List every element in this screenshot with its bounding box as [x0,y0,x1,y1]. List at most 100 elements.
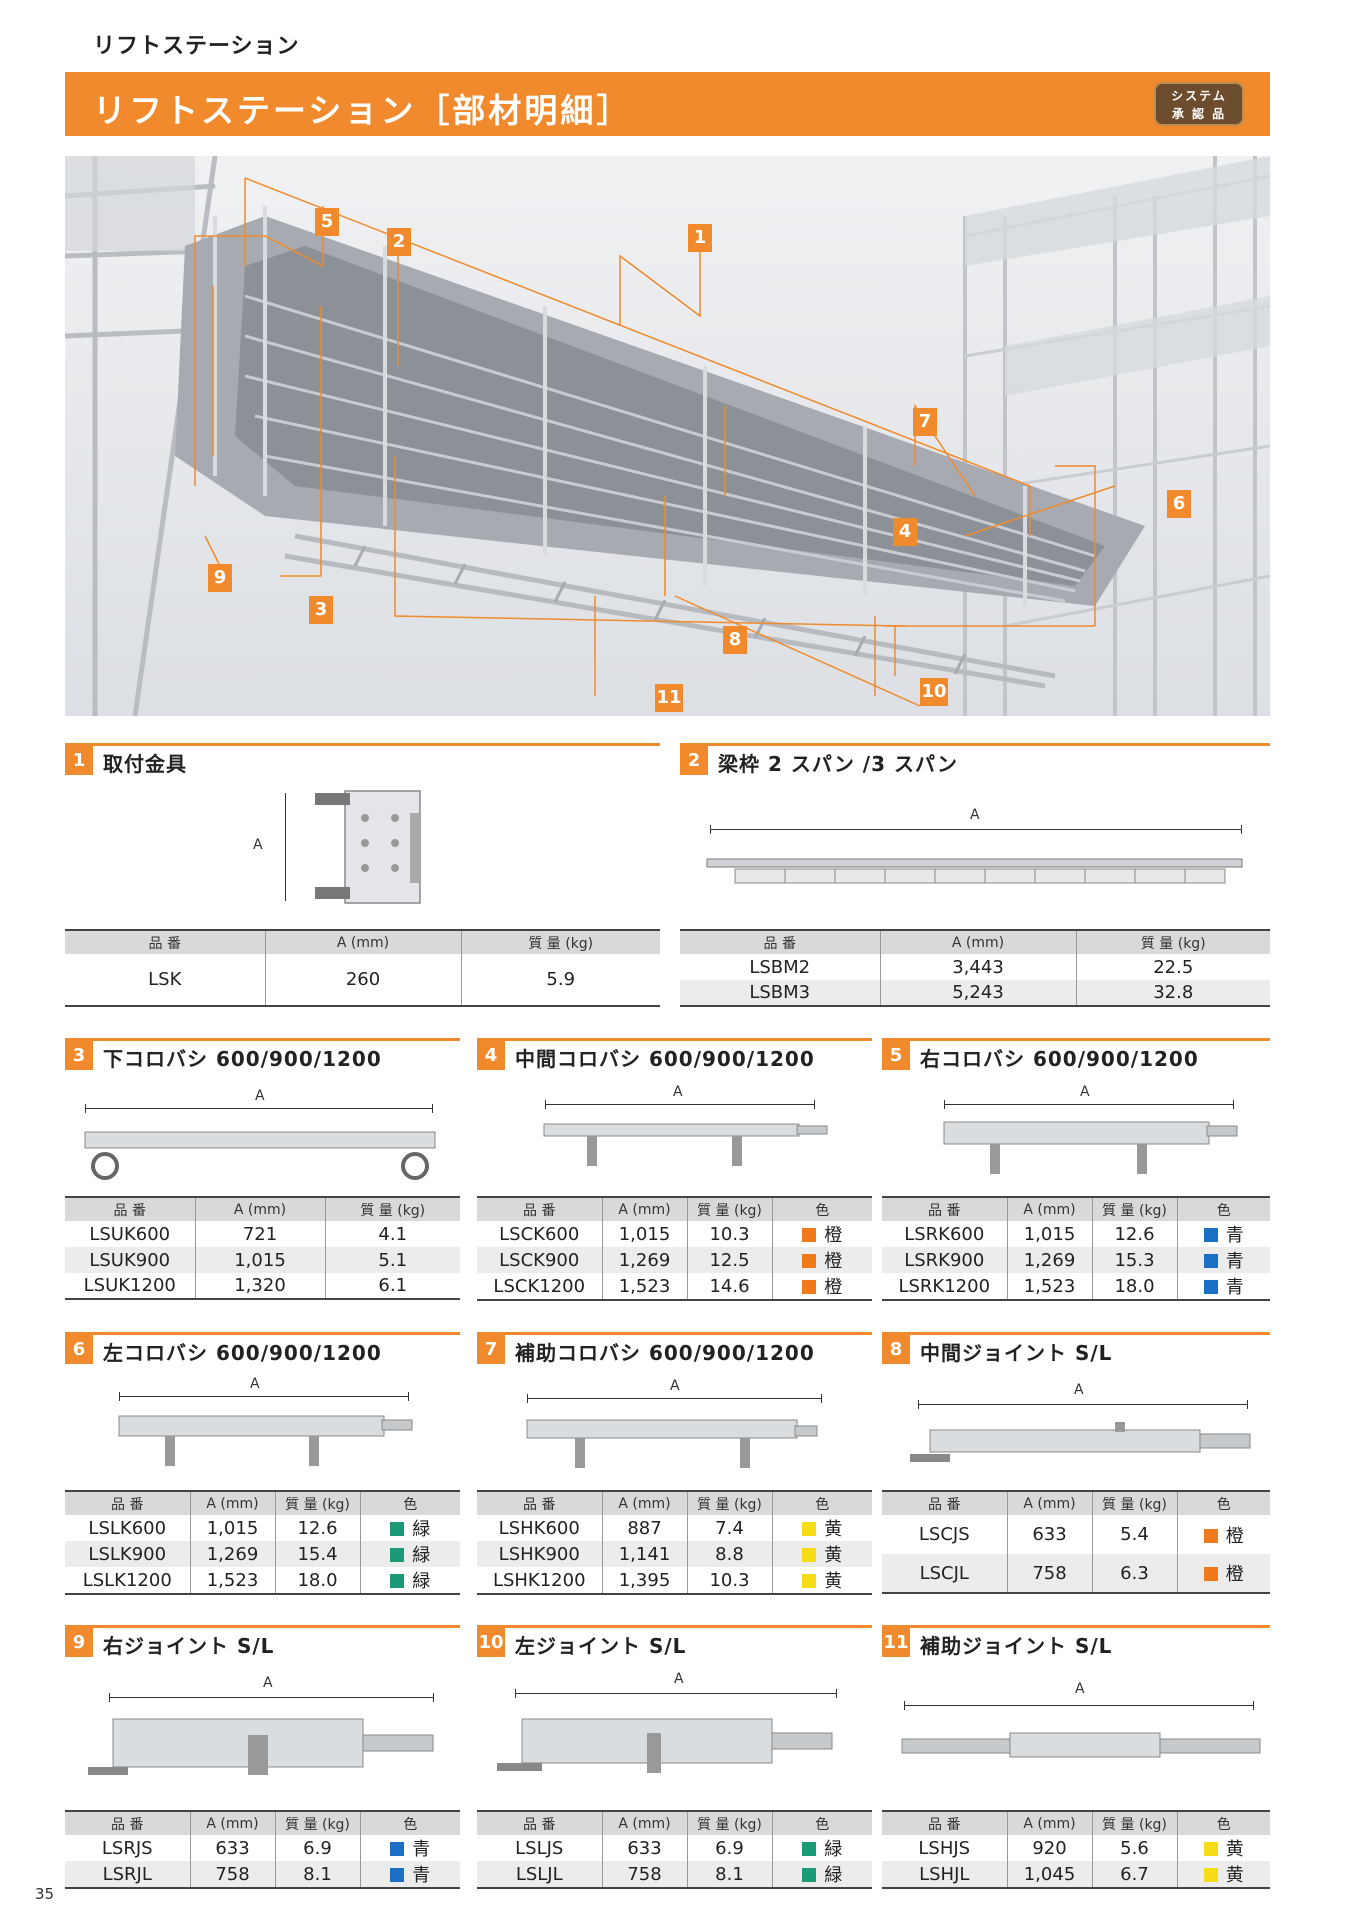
col-header: 品 番 [680,929,880,954]
mass: 7.4 [686,1515,772,1541]
col-header: A (mm) [189,1810,275,1835]
part-number: LSCK900 [477,1247,602,1273]
dimension-label: A [1080,1084,1090,1100]
dimension-label: A [674,1671,684,1687]
orange-swatch [1203,1567,1218,1581]
section-number: 3 [65,1041,93,1070]
color-cell: 青 [1176,1247,1270,1273]
mass: 12.6 [274,1515,360,1541]
col-header: A (mm) [1006,1196,1092,1221]
yellow-swatch [802,1548,817,1562]
callout-1: 1 [688,224,712,252]
callout-11: 11 [655,684,683,712]
dimension-label: A [673,1084,683,1100]
section-header: 3 下コロバシ 600/900/1200 [65,1038,460,1071]
dimension-label: A [253,837,263,853]
section-10: 10 左ジョイント S/L A 品 番 A (mm) 質 量 (kg) 色 LS… [477,1625,872,1895]
dimension-line [904,1701,1254,1710]
green-swatch [802,1868,817,1882]
color-cell: 緑 [771,1835,872,1861]
auxiliary-joint-drawing [901,1732,1261,1758]
part-number: LSK [65,954,265,1007]
mass: 5.6 [1091,1835,1177,1861]
col-header: 色 [359,1810,460,1835]
color-cell: 青 [359,1835,460,1861]
dimension-a: 758 [189,1861,275,1889]
orange-swatch [802,1280,817,1294]
orange-swatch [802,1254,817,1268]
lift-station-photo: 5 2 1 7 4 6 9 3 8 11 10 [65,156,1270,716]
col-header: 品 番 [65,1490,190,1515]
left-roller-drawing [118,1415,413,1466]
section-title: 中間コロバシ 600/900/1200 [515,1047,815,1071]
dimension-a: 3,443 [879,954,1076,980]
blue-swatch [1203,1228,1218,1242]
mass: 4.1 [324,1221,460,1247]
mass: 8.1 [274,1861,360,1889]
callout-8: 8 [723,626,747,654]
part-number: LSRJS [65,1835,190,1861]
mass: 15.3 [1091,1247,1177,1273]
dimension-line [944,1100,1234,1109]
callout-6: 6 [1167,490,1191,518]
section-11: 11 補助ジョイント S/L A 品 番 A (mm) 質 量 (kg) 色 L… [882,1625,1270,1895]
green-swatch [390,1548,405,1562]
color-name: 橙 [824,1225,843,1246]
dimension-a: 260 [264,954,461,1007]
section-number: 2 [680,746,708,775]
col-header: 色 [1176,1196,1270,1221]
callout-3: 3 [309,596,333,624]
part-number: LSUK900 [65,1247,195,1273]
color-name: 青 [1225,1251,1244,1272]
part-number: LSHK600 [477,1515,602,1541]
part-number: LSRJL [65,1861,190,1889]
color-cell: 橙 [771,1221,872,1247]
mass: 6.3 [1091,1554,1177,1594]
section-title: 下コロバシ 600/900/1200 [103,1047,382,1071]
section-number: 7 [477,1335,505,1364]
dimension-label: A [970,807,980,823]
part-number: LSHJS [882,1835,1007,1861]
system-approved-badge: システム 承 認 品 [1154,82,1244,126]
title-bar: リフトステーション［部材明細］ システム 承 認 品 [65,72,1270,136]
dimension-label: A [1074,1382,1084,1398]
page-title: リフトステーション［部材明細］ [93,91,633,130]
spec-table: 品 番 A (mm) 質 量 (kg) LSK 260 5.9 [65,929,660,1007]
color-cell: 橙 [771,1273,872,1301]
col-header: 質 量 (kg) [274,1810,360,1835]
color-name: 黄 [824,1519,843,1540]
orange-swatch [802,1228,817,1242]
color-name: 橙 [1225,1525,1244,1547]
dimension-a: 721 [194,1221,325,1247]
mass: 8.1 [686,1861,772,1889]
middle-roller-drawing [543,1123,828,1166]
callout-7: 7 [913,408,937,436]
section-header: 1 取付金具 [65,743,660,776]
blue-swatch [1203,1254,1218,1268]
part-number: LSHK900 [477,1541,602,1567]
mass: 5.4 [1091,1515,1177,1554]
section-7: 7 補助コロバシ 600/900/1200 A 品 番 A (mm) 質 量 (… [477,1332,872,1602]
color-cell: 青 [1176,1273,1270,1301]
section-title: 左コロバシ 600/900/1200 [103,1341,382,1365]
color-name: 橙 [824,1251,843,1272]
section-6: 6 左コロバシ 600/900/1200 A 品 番 A (mm) 質 量 (k… [65,1332,460,1602]
color-name: 青 [412,1839,431,1860]
part-number: LSLK900 [65,1541,190,1567]
dimension-label: A [1075,1681,1085,1697]
mass: 12.6 [1091,1221,1177,1247]
dimension-label: A [250,1376,260,1392]
col-header: 品 番 [477,1490,602,1515]
color-cell: 黄 [771,1515,872,1541]
mass: 6.9 [274,1835,360,1861]
dimension-line [527,1394,822,1403]
mass: 10.3 [686,1567,772,1595]
dimension-a: 1,015 [1006,1221,1092,1247]
section-5: 5 右コロバシ 600/900/1200 A 品 番 A (mm) 質 量 (k… [882,1038,1270,1308]
col-header: 色 [771,1490,872,1515]
dimension-a: 633 [189,1835,275,1861]
